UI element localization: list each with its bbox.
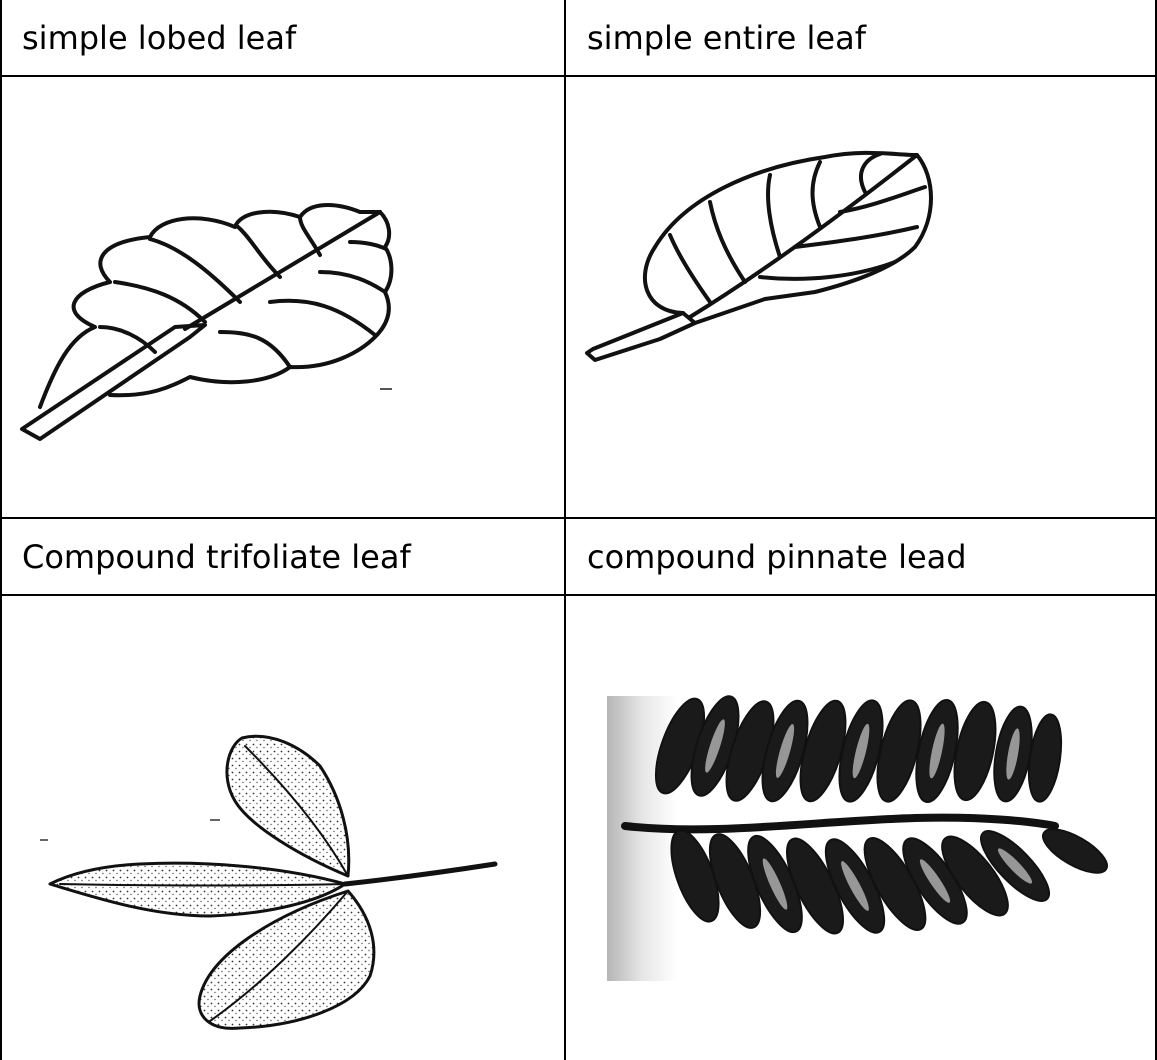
label-compound-pinnate-leaf: compound pinnate lead	[565, 519, 1157, 594]
pinnate-leaf-drawing-icon	[565, 596, 1157, 1060]
label-simple-entire-leaf: simple entire leaf	[565, 0, 1157, 75]
label-compound-trifoliate-leaf: Compound trifoliate leaf	[0, 519, 565, 594]
label-simple-lobed-leaf: simple lobed leaf	[0, 0, 565, 75]
entire-leaf-drawing-icon	[565, 77, 1157, 517]
lobed-leaf-drawing-icon	[0, 77, 565, 517]
trifoliate-leaf-drawing-icon	[0, 596, 565, 1060]
